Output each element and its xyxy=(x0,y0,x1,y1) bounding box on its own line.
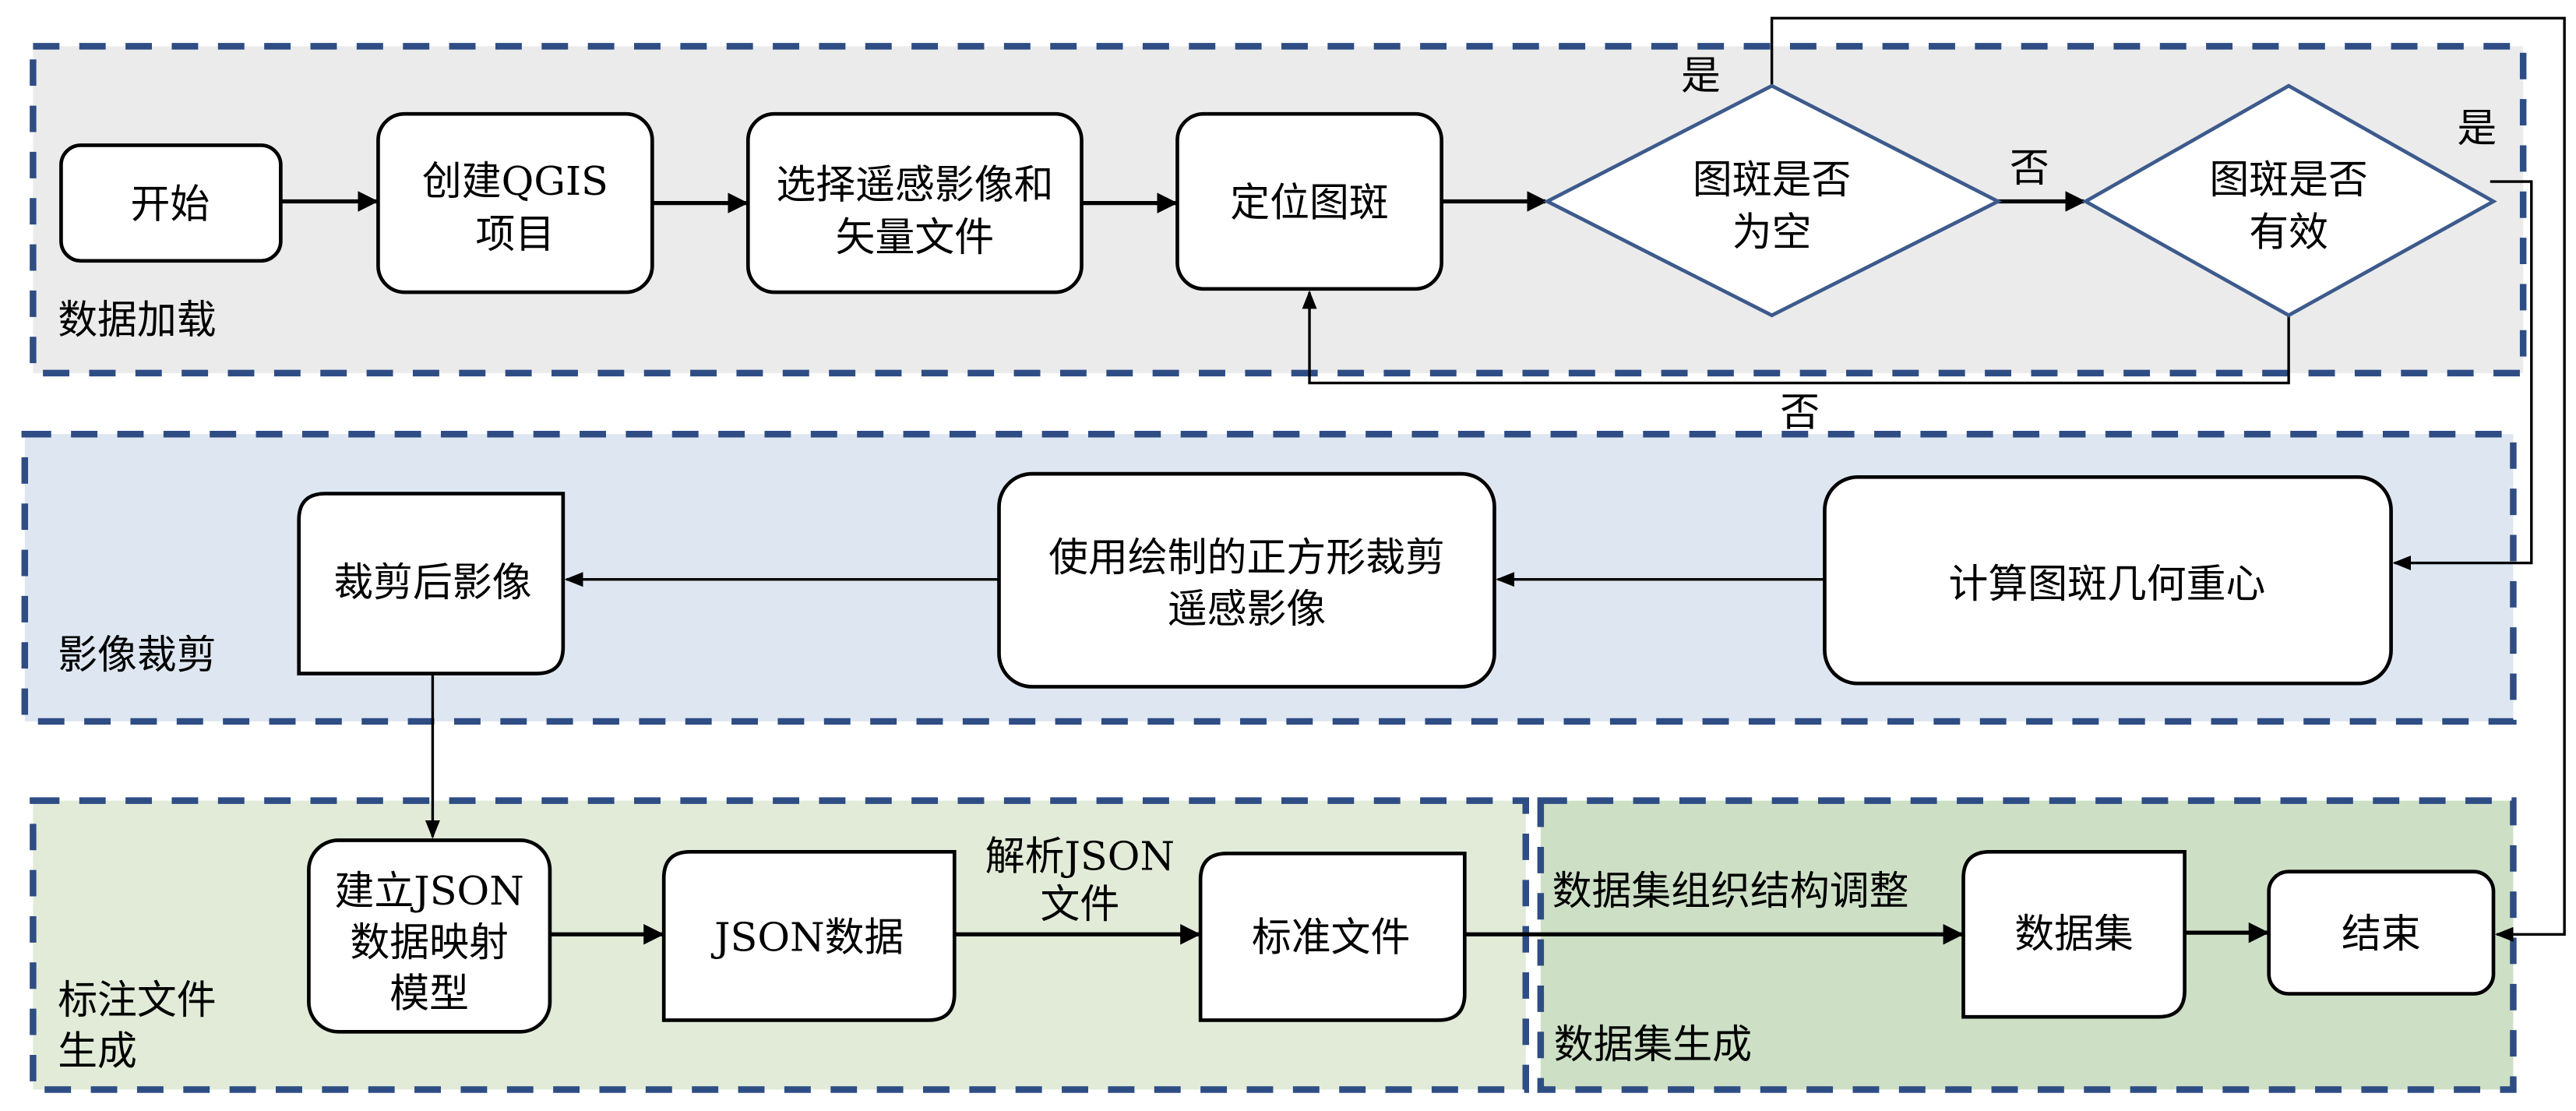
node-end-label: 结束 xyxy=(2342,911,2421,957)
section-label-annotation-line1: 标注文件 xyxy=(58,977,217,1023)
node-create-qgis-line2: 项目 xyxy=(476,211,555,257)
edge-valid-no-to-locate xyxy=(1302,290,2290,385)
node-end[interactable]: 结束 xyxy=(2267,869,2496,996)
section-label-dataset-generation: 数据集生成 xyxy=(1554,1021,1752,1067)
node-is-empty[interactable]: 图斑是否 为空 xyxy=(1543,83,2003,318)
node-standard-file[interactable]: 标准文件 xyxy=(1198,852,1467,1022)
node-crop-line1: 使用绘制的正方形裁剪 xyxy=(1048,534,1445,580)
node-start[interactable]: 开始 xyxy=(59,143,283,263)
edge-label-valid-yes: 是 xyxy=(2457,105,2497,151)
node-dataset-label: 数据集 xyxy=(2014,911,2134,957)
node-json-data[interactable]: JSON数据 xyxy=(661,850,957,1022)
node-json-model-line1: 建立JSON xyxy=(335,868,524,914)
node-crop[interactable]: 使用绘制的正方形裁剪 遥感影像 xyxy=(997,471,1496,689)
node-json-data-label: JSON数据 xyxy=(710,914,904,960)
section-label-annotation-line2: 生成 xyxy=(58,1028,137,1074)
node-cropped-image[interactable]: 裁剪后影像 xyxy=(297,492,566,675)
node-json-model-line2: 数据映射 xyxy=(350,919,509,965)
node-crop-line2: 遥感影像 xyxy=(1168,586,1327,632)
node-is-empty-line2: 为空 xyxy=(1732,210,1812,256)
edge-empty-yes-to-end xyxy=(1770,16,2566,942)
node-select-files-line1: 选择遥感影像和 xyxy=(776,161,1053,207)
node-dataset[interactable]: 数据集 xyxy=(1961,850,2187,1019)
node-locate-patch[interactable]: 定位图斑 xyxy=(1175,111,1443,291)
node-is-valid-line2: 有效 xyxy=(2249,210,2328,256)
node-select-files-line2: 矢量文件 xyxy=(836,214,995,260)
section-label-image-cropping: 影像裁剪 xyxy=(58,632,217,678)
node-json-model-line3: 模型 xyxy=(389,971,469,1017)
edge-label-empty-no: 否 xyxy=(2010,145,2049,191)
section-label-data-loading: 数据加载 xyxy=(58,297,217,343)
edge-valid-yes-to-centroid xyxy=(2392,180,2533,571)
edges xyxy=(280,16,2566,945)
node-locate-patch-label: 定位图斑 xyxy=(1230,180,1389,226)
edge-label-parse-json-2: 文件 xyxy=(1041,881,1120,927)
node-standard-file-label: 标准文件 xyxy=(1252,914,1411,960)
node-is-valid[interactable]: 图斑是否 有效 xyxy=(2081,83,2497,318)
node-cropped-image-label: 裁剪后影像 xyxy=(333,559,531,605)
node-centroid-label: 计算图斑几何重心 xyxy=(1948,561,2265,607)
node-is-empty-line1: 图斑是否 xyxy=(1693,157,1852,203)
node-create-qgis[interactable]: 创建QGIS 项目 xyxy=(376,111,654,295)
edge-labels: 是 否 是 否 解析JSON 文件 数据集组织结构调整 xyxy=(985,52,2497,927)
edge-label-valid-no: 否 xyxy=(1780,390,1820,436)
node-select-files[interactable]: 选择遥感影像和 矢量文件 xyxy=(745,111,1084,295)
edge-label-restructure: 数据集组织结构调整 xyxy=(1552,868,1909,914)
edge-label-parse-json-1: 解析JSON xyxy=(985,834,1175,880)
node-create-qgis-line1: 创建QGIS xyxy=(422,158,608,204)
node-is-valid-line1: 图斑是否 xyxy=(2209,157,2368,203)
node-json-model[interactable]: 建立JSON 数据映射 模型 xyxy=(307,838,552,1034)
node-start-label: 开始 xyxy=(130,182,210,227)
edge-label-empty-yes: 是 xyxy=(1681,52,1721,98)
node-centroid[interactable]: 计算图斑几何重心 xyxy=(1823,475,2393,686)
